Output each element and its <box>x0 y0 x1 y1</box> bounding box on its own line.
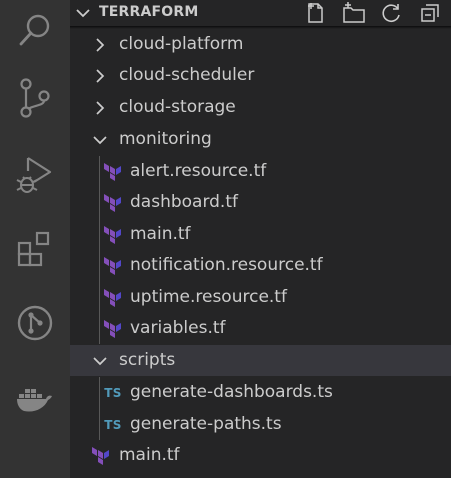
collapse-all-icon[interactable] <box>415 1 445 25</box>
indent-guide <box>99 156 100 344</box>
section-header-terraform[interactable]: TERRAFORM <box>70 0 451 26</box>
tree-file-generate-paths[interactable]: TS generate-paths.ts <box>70 409 451 440</box>
terraform-file-icon <box>103 289 123 307</box>
typescript-file-icon: TS <box>104 418 122 432</box>
chevron-right-icon <box>92 100 108 116</box>
new-folder-icon[interactable] <box>339 1 369 25</box>
run-debug-icon[interactable] <box>0 145 70 205</box>
new-file-icon[interactable] <box>301 1 331 25</box>
tree-file-label: generate-dashboards.ts <box>130 382 333 402</box>
terraform-file-icon <box>103 226 123 244</box>
tree-folder-label: cloud-storage <box>119 97 236 117</box>
tree-file-label: main.tf <box>130 224 191 244</box>
chevron-down-icon <box>92 353 108 369</box>
tree-folder-label: cloud-platform <box>119 34 244 54</box>
tree-folder-label: scripts <box>119 350 176 370</box>
tree-file-label: generate-paths.ts <box>130 414 282 434</box>
tree-folder-cloud-storage[interactable]: cloud-storage <box>70 92 451 123</box>
indent-guide <box>99 377 100 440</box>
tree-folder-cloud-platform[interactable]: cloud-platform <box>70 29 451 60</box>
tree-folder-monitoring[interactable]: monitoring <box>70 124 451 155</box>
tree-file-alert-resource[interactable]: alert.resource.tf <box>70 156 451 187</box>
extensions-icon[interactable] <box>0 219 70 279</box>
scroll-shadow <box>70 26 451 29</box>
chevron-right-icon <box>92 37 108 53</box>
docker-icon[interactable] <box>0 370 70 430</box>
tree-file-label: alert.resource.tf <box>130 161 267 181</box>
tree-file-label: main.tf <box>119 445 180 465</box>
source-control-icon[interactable] <box>0 68 70 128</box>
tree-file-main[interactable]: main.tf <box>70 219 451 250</box>
chevron-right-icon <box>92 68 108 84</box>
refresh-icon[interactable] <box>377 1 407 25</box>
explorer-panel: TERRAFORM <box>70 0 451 478</box>
tree-file-root-main[interactable]: main.tf <box>70 440 451 471</box>
tree-file-generate-dashboards[interactable]: TS generate-dashboards.ts <box>70 377 451 408</box>
typescript-file-icon: TS <box>104 386 122 400</box>
tree-file-label: dashboard.tf <box>130 192 238 212</box>
terraform-file-icon <box>91 447 111 465</box>
tree-file-label: notification.resource.tf <box>130 255 323 275</box>
section-title: TERRAFORM <box>99 4 199 20</box>
terraform-file-icon <box>103 194 123 212</box>
terraform-file-icon <box>103 320 123 338</box>
header-actions <box>301 1 445 25</box>
tree-file-variables[interactable]: variables.tf <box>70 313 451 344</box>
tree-folder-label: monitoring <box>119 129 212 149</box>
tree-file-label: variables.tf <box>130 318 226 338</box>
activity-bar <box>0 0 70 478</box>
tree-folder-cloud-scheduler[interactable]: cloud-scheduler <box>70 60 451 91</box>
tree-folder-label: cloud-scheduler <box>119 65 255 85</box>
terraform-file-icon <box>103 257 123 275</box>
tree-file-notification-resource[interactable]: notification.resource.tf <box>70 250 451 281</box>
tree-file-uptime-resource[interactable]: uptime.resource.tf <box>70 282 451 313</box>
chevron-down-icon <box>74 4 92 26</box>
tree-file-label: uptime.resource.tf <box>130 287 287 307</box>
tree-folder-scripts[interactable]: scripts <box>70 345 451 376</box>
terraform-file-icon <box>103 163 123 181</box>
git-graph-icon[interactable] <box>0 293 70 353</box>
chevron-down-icon <box>92 132 108 148</box>
tree-file-dashboard[interactable]: dashboard.tf <box>70 187 451 218</box>
search-icon[interactable] <box>0 0 70 60</box>
